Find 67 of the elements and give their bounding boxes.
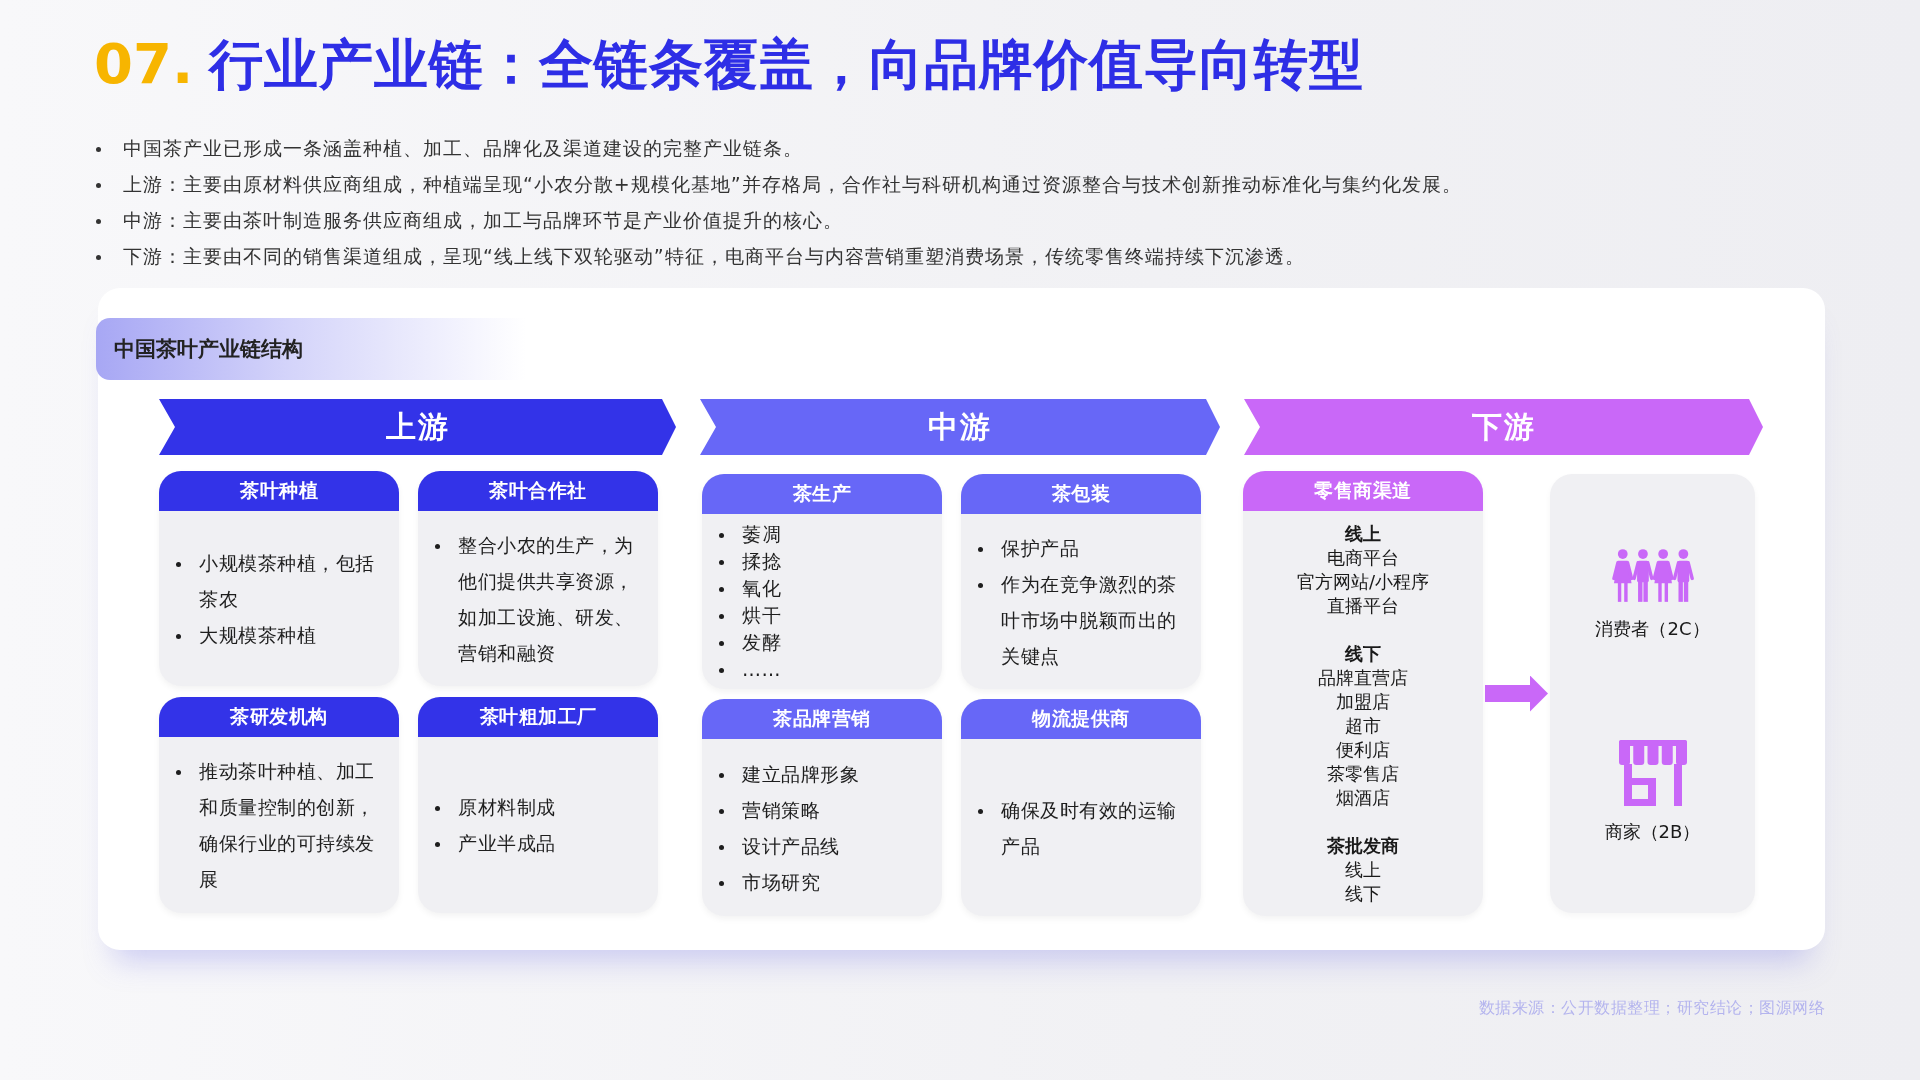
list-item: 加盟店 [1336,689,1390,714]
content-card [98,288,1825,950]
bullet-item: 营销策略 [719,791,930,828]
bullet-item: 建立品牌形象 [719,755,930,792]
panel-label: 消费者（2C） [1595,617,1710,641]
card-title: 茶叶种植 [240,478,318,503]
bullet-item: 烘干 [719,601,930,629]
list-item: 品牌直营店 [1318,665,1408,690]
category-card [961,474,1201,689]
stage-title: 中游 [928,407,992,446]
list-item: 直播平台 [1327,593,1399,618]
bullet-item: 揉捻 [719,547,930,575]
bullet-item: 发酵 [719,628,930,656]
bullet-item: 作为在竞争激烈的茶叶市场中脱颖而出的关键点 [978,565,1189,674]
summary-bullet: 中国茶产业已形成一条涵盖种植、加工、品牌化及渠道建设的完整产业链条。 [96,130,1696,166]
bullet-item: 产业半成品 [435,825,646,861]
list-item: 茶零售店 [1327,761,1399,786]
summary-bullet: 上游：主要由原材料供应商组成，种植端呈现“小农分散+规模化基地”并存格局，合作社与科研机构通过资源整合与技术创新推动标准化与集约化发展。 [96,166,1696,202]
category-card [418,471,658,686]
stage-title: 上游 [385,407,450,446]
card-title: 物流提供商 [1032,706,1130,731]
card-title: 茶研发机构 [230,704,328,729]
source-note: 数据来源：公开数据整理；研究结论；图源网络 [1478,998,1825,1019]
group-heading: 线下 [1345,641,1381,666]
panel-label: 商家（2B） [1604,820,1701,844]
category-card [702,699,942,916]
list-item: 官方网站/小程序 [1296,569,1430,594]
bullet-item: 氧化 [719,574,930,602]
bullet-item: 原材料制成 [435,789,646,825]
list-item: 烟酒店 [1336,785,1390,810]
bullet-item: 整合小农的生产，为他们提供共享资源，如加工设施、研发、营销和融资 [435,526,646,671]
bullet-item: 萎凋 [719,520,930,548]
list-item: 电商平台 [1327,545,1399,570]
list-item: 便利店 [1336,737,1390,762]
card-title: 茶品牌营销 [773,706,871,731]
section-number: 07. [94,30,194,98]
card-title: 茶生产 [792,481,852,506]
category-card [961,699,1201,916]
summary-bullet: 下游：主要由不同的销售渠道组成，呈现“线上线下双轮驱动”特征，电商平台与内容营销重塑消费场景，传统零售终端持续下沉渗透。 [96,238,1696,274]
bullet-item: 市场研究 [719,863,930,900]
bullet-item: 确保及时有效的运输产品 [978,791,1189,864]
category-card [159,471,399,686]
category-card [418,697,658,913]
category-card [1243,471,1483,916]
category-card [159,697,399,913]
group-heading: 线上 [1345,521,1381,546]
bullet-item: …… [719,655,930,683]
bullet-item: 小规模茶种植，包括茶农 [176,544,387,617]
category-card [702,474,942,689]
bullet-item: 保护产品 [978,529,1189,566]
arrow [1485,675,1548,712]
list-item: 线下 [1345,881,1381,906]
card-title: 茶叶粗加工厂 [479,704,597,729]
stage-title: 下游 [1471,407,1536,446]
summary-bullet: 中游：主要由茶叶制造服务供应商组成，加工与品牌环节是产业价值提升的核心。 [96,202,1696,238]
bullet-item: 设计产品线 [719,827,930,864]
group-heading: 茶批发商 [1327,833,1399,858]
bullet-item: 推动茶叶种植、加工和质量控制的创新，确保行业的可持续发展 [176,753,387,897]
bullet-item: 大规模茶种植 [176,616,387,653]
list-item: 线上 [1345,857,1381,882]
page-title: 行业产业链：全链条覆盖，向品牌价值导向转型 [209,33,1365,98]
card-title: 茶叶合作社 [489,478,587,503]
card-title: 茶包装 [1051,481,1111,506]
section-title: 中国茶叶产业链结构 [114,336,303,363]
list-item: 超市 [1345,713,1381,738]
customer-panel [1550,474,1755,913]
card-title: 零售商渠道 [1314,478,1412,503]
